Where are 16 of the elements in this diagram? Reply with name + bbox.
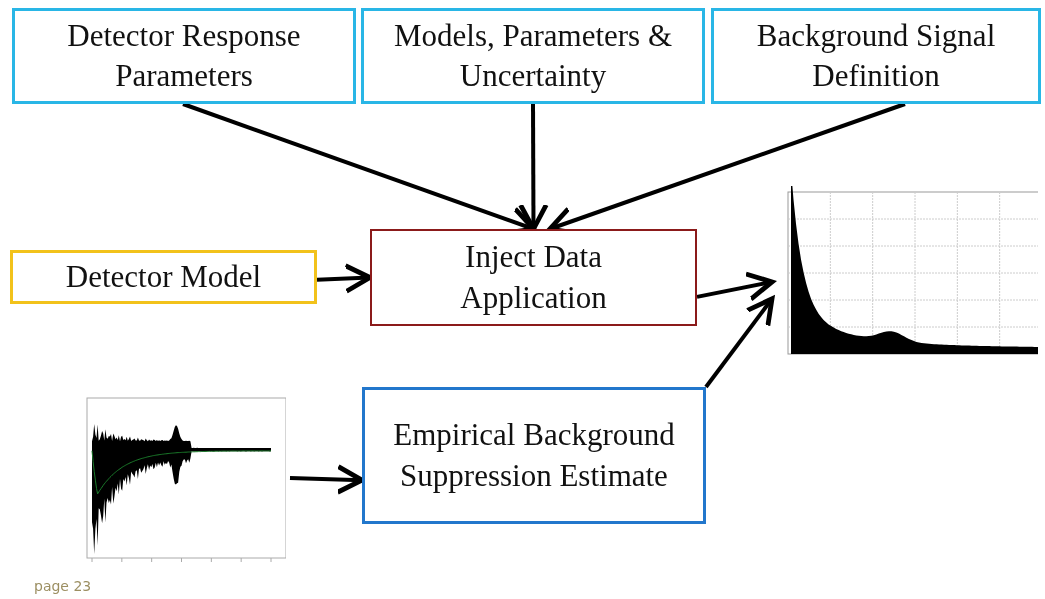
- process-box: [370, 229, 697, 326]
- box-label: Empirical Background Suppression Estimate: [392, 416, 676, 495]
- input-box: [362, 387, 706, 524]
- input-box: [12, 8, 356, 104]
- box-label: Background Signal Definition: [755, 16, 997, 95]
- box-label: Detector Model: [65, 257, 262, 296]
- arrow: [518, 104, 549, 232]
- arrow: [704, 296, 775, 389]
- box-label: Detector Response Parameters: [66, 16, 302, 95]
- page-number: page 23: [34, 578, 92, 594]
- input-box: [711, 8, 1041, 104]
- box-label: Models, Parameters & Uncertainty: [392, 16, 674, 95]
- input-box: [361, 8, 705, 104]
- input-box: [10, 250, 317, 304]
- box-label: Inject Data Application: [459, 238, 608, 317]
- arrow: [696, 271, 775, 302]
